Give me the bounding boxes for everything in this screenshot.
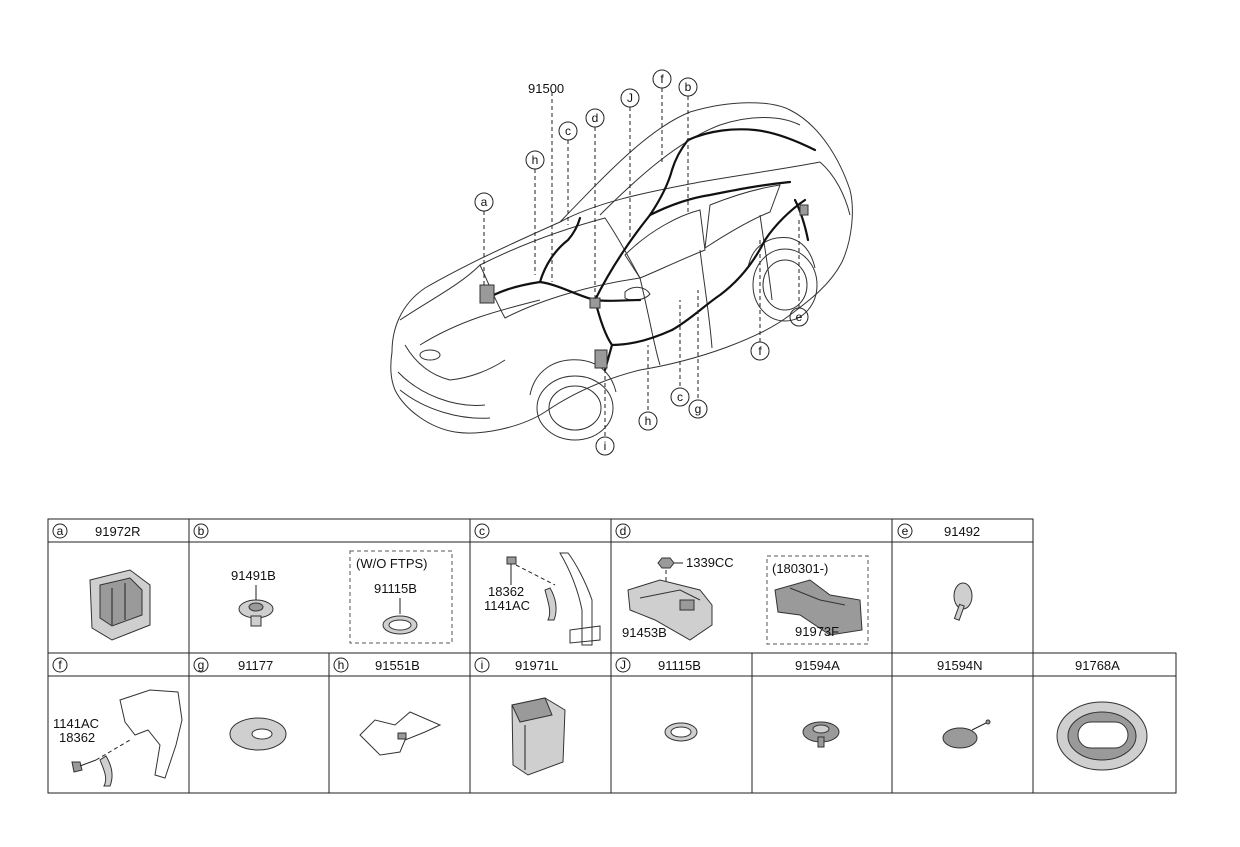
callout-i-letter: i <box>604 439 607 453</box>
callout-b-letter: b <box>685 80 692 94</box>
callout-f-top: f <box>652 69 672 89</box>
grommet-icon <box>238 599 274 627</box>
cell-91768A-part: 91768A <box>1075 658 1120 673</box>
cell-e-part: 91492 <box>944 524 980 539</box>
cell-d-part2: 91453B <box>622 625 667 640</box>
callout-J: J <box>620 88 640 108</box>
cell-a: a 91972R <box>52 523 151 641</box>
cell-J-letter: J <box>620 658 626 672</box>
cell-i-part: 91971L <box>515 658 558 673</box>
clip-grommet-icon <box>802 721 840 748</box>
plug-cap-icon <box>229 717 287 751</box>
bracket-icon <box>627 579 713 641</box>
callout-e: e <box>789 307 809 327</box>
callout-f-bottom: f <box>750 341 770 361</box>
cell-i-letter: i <box>481 658 484 672</box>
callout-h-bottom-letter: h <box>645 414 652 428</box>
cell-f-letter: f <box>58 658 62 672</box>
cell-91594A-part: 91594A <box>795 658 840 673</box>
cell-h-letter: h <box>338 658 345 672</box>
oval-grommet-icon <box>1056 701 1148 771</box>
cap-grommet-icon <box>942 719 991 749</box>
callout-h-top: h <box>525 150 545 170</box>
cell-e: e 91492 <box>897 523 980 621</box>
bolt-icon <box>506 556 556 586</box>
nut-icon <box>657 557 683 569</box>
cell-f: f 1141AC 18362 <box>52 657 183 787</box>
callout-f-top-letter: f <box>660 72 664 86</box>
callout-h-bottom: h <box>638 411 658 431</box>
callout-h-top-letter: h <box>532 153 539 167</box>
cell-d-note: (180301-) <box>772 561 828 576</box>
cell-J: J 91115B <box>615 657 701 742</box>
callout-i: i <box>595 436 615 456</box>
cover-icon <box>774 579 863 636</box>
cell-b-part2: 91115B <box>374 581 417 596</box>
cell-h-part: 91551B <box>375 658 420 673</box>
callout-e-letter: e <box>796 310 803 324</box>
callout-d-letter: d <box>592 111 599 125</box>
bolt-icon-f <box>71 739 131 773</box>
cell-91594N: 91594N <box>937 658 991 749</box>
ring-seal-icon <box>664 722 698 742</box>
cell-h: h 91551B <box>333 657 442 756</box>
pillar-bracket-icon <box>544 552 601 646</box>
cell-d-letter: d <box>620 524 627 538</box>
callout-g: g <box>688 399 708 419</box>
cell-g: g 91177 <box>193 657 287 751</box>
callout-b: b <box>678 77 698 97</box>
cell-g-part: 91177 <box>238 658 273 673</box>
callout-J-letter: J <box>627 91 633 105</box>
cell-c: c 18362 1141AC <box>474 523 601 646</box>
cell-b: b 91491B (W/O FTPS) 91115B <box>193 523 453 644</box>
callout-d: d <box>585 108 605 128</box>
cell-b-letter: b <box>198 524 205 538</box>
cell-91594N-part: 91594N <box>937 658 983 673</box>
plug-icon <box>953 582 973 621</box>
callout-c-top-letter: c <box>565 124 571 138</box>
cell-c-part2: 1141AC <box>484 598 530 613</box>
cell-a-letter: a <box>57 524 64 538</box>
panel-bracket-icon <box>99 689 183 787</box>
callout-c-top: c <box>558 121 578 141</box>
cell-f-part1: 1141AC <box>53 716 99 731</box>
protector-icon <box>359 711 442 756</box>
cell-b-part1: 91491B <box>231 568 276 583</box>
cell-f-part2: 18362 <box>59 730 95 745</box>
cell-d-part3: 91973F <box>795 624 839 639</box>
cell-c-letter: c <box>479 524 485 538</box>
car-illustration <box>390 102 853 441</box>
cell-a-part: 91972R <box>95 524 141 539</box>
callout-f-bottom-letter: f <box>758 344 762 358</box>
cell-e-letter: e <box>902 524 909 538</box>
callout-a: a <box>474 192 494 212</box>
fuse-box-icon <box>89 569 151 641</box>
cell-c-part1: 18362 <box>488 584 524 599</box>
cell-i: i 91971L <box>474 657 566 776</box>
callout-c-bottom-letter: c <box>677 390 683 404</box>
cell-91594A: 91594A <box>795 658 840 748</box>
parts-table <box>47 518 1177 794</box>
cell-91768A: 91768A <box>1056 658 1148 771</box>
cell-b-note: (W/O FTPS) <box>356 556 428 571</box>
callout-leaders <box>483 88 800 436</box>
main-part-label: 91500 <box>528 81 564 96</box>
cell-g-letter: g <box>198 658 205 672</box>
callout-a-letter: a <box>481 195 488 209</box>
ring-grommet-icon <box>382 615 418 635</box>
cell-J-part: 91115B <box>658 658 701 673</box>
cell-d: d 1339CC 91453B (180301-) 91973F <box>615 523 869 645</box>
junction-block-icon <box>511 697 566 776</box>
callout-c-bottom: c <box>670 387 690 407</box>
callout-g-letter: g <box>695 402 702 416</box>
cell-d-part1: 1339CC <box>686 555 734 570</box>
